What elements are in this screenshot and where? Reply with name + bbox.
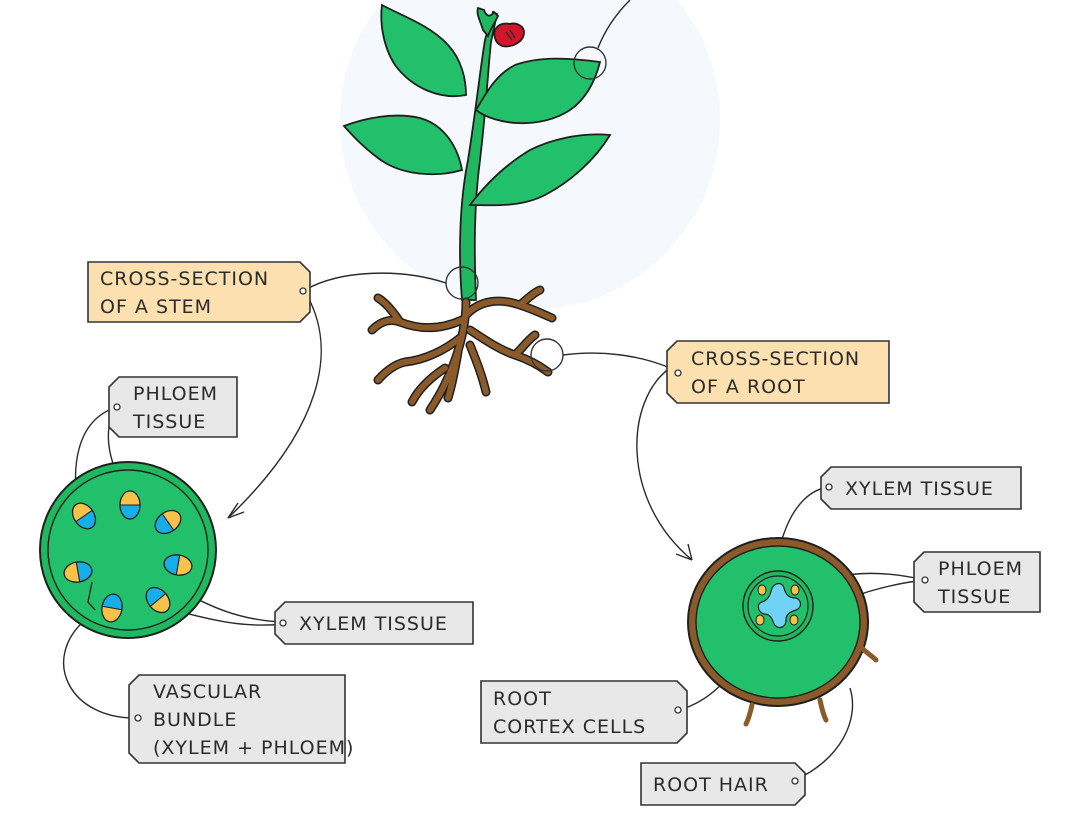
xylem-region xyxy=(164,554,180,575)
tag-pin xyxy=(279,619,287,627)
tag-label-line: ROOT xyxy=(493,688,552,710)
phloem-region xyxy=(176,555,192,576)
tag-box xyxy=(640,762,806,806)
tag-box xyxy=(87,261,311,323)
tag-label-line: PHLOEM xyxy=(133,383,218,405)
root-phloem-2 xyxy=(790,584,800,596)
tag-box xyxy=(820,466,1022,510)
plant-shoot-tip xyxy=(476,6,500,38)
root-xylem xyxy=(757,582,802,629)
plant-illustration xyxy=(342,0,631,415)
stem-cross-section xyxy=(39,461,217,639)
xylem-region xyxy=(146,587,166,607)
leaf-focus-circle xyxy=(573,46,607,80)
tag-box xyxy=(108,376,238,438)
root-phloem-1 xyxy=(757,584,767,596)
tag-box xyxy=(128,674,346,764)
xylem-region xyxy=(102,594,123,610)
tag-label-line: VASCULAR xyxy=(153,681,262,703)
stem-bundle-6 xyxy=(101,593,123,623)
tag-root-xylem: XYLEM TISSUE xyxy=(820,466,1022,510)
tag-stem-phloem: PHLOEM TISSUE xyxy=(108,376,238,438)
xylem-region xyxy=(76,561,92,582)
tag-box xyxy=(913,551,1041,613)
tag-label-line: CORTEX CELLS xyxy=(493,716,646,738)
tag-pin xyxy=(921,576,929,584)
tag-label-line: (XYLEM + PHLOEM) xyxy=(153,737,354,759)
root-phloem-4 xyxy=(789,614,799,626)
tag-label-line: PHLOEM xyxy=(938,558,1023,580)
tag-label-line: CROSS-SECTION xyxy=(691,348,860,370)
phloem-region xyxy=(101,606,122,622)
tag-stem-section: CROSS-SECTION OF A STEM xyxy=(87,261,311,323)
stem-bundle-2 xyxy=(119,490,141,520)
tag-root-section: CROSS-SECTION OF A ROOT xyxy=(666,340,890,404)
flower-bud xyxy=(493,22,525,48)
leaf-upper-right xyxy=(474,57,602,125)
label-tags: CROSS-SECTION OF A STEM CROSS-SECTION OF A … xyxy=(87,261,1041,806)
stem-vascular-bundles xyxy=(63,490,193,623)
tag-box xyxy=(274,601,474,645)
root-hair-2 xyxy=(817,697,829,723)
tag-label-line: OF A ROOT xyxy=(691,376,806,398)
phloem-region xyxy=(72,503,93,522)
root-cross-section xyxy=(687,537,879,727)
phloem-region xyxy=(150,593,170,613)
tag-pin xyxy=(299,287,307,295)
tag-label-line: ROOT HAIR xyxy=(653,774,769,796)
tag-pin xyxy=(791,777,799,785)
tag-label-line: TISSUE xyxy=(132,411,206,433)
tag-label-line: CROSS-SECTION xyxy=(100,268,269,290)
tag-pin xyxy=(674,369,682,377)
tag-label-line: XYLEM TISSUE xyxy=(845,478,994,500)
tag-stem-xylem: XYLEM TISSUE xyxy=(274,601,474,645)
tag-root-hair: ROOT HAIR xyxy=(640,762,806,806)
leaf-middle-right xyxy=(468,133,612,207)
tag-root-phloem: PHLOEM TISSUE xyxy=(913,551,1041,613)
tag-vascular-bundle: VASCULAR BUNDLE (XYLEM + PHLOEM) xyxy=(128,674,354,764)
stem-bundle-1 xyxy=(71,502,97,530)
stem-bundle-3 xyxy=(154,509,182,535)
tag-pin xyxy=(134,714,142,722)
tag-box xyxy=(666,340,890,404)
tag-root-cortex: ROOT CORTEX CELLS xyxy=(480,680,688,744)
xylem-region xyxy=(155,513,174,534)
xylem-region xyxy=(120,505,140,519)
stem-bundle-4 xyxy=(163,554,193,576)
phloem-region xyxy=(64,562,80,583)
tag-pin xyxy=(113,403,121,411)
stem-bundle-7 xyxy=(63,561,93,583)
tag-pin xyxy=(825,483,833,491)
tag-box xyxy=(480,680,688,744)
xylem-region xyxy=(75,510,96,529)
tag-label-line: BUNDLE xyxy=(153,709,237,731)
tag-pin xyxy=(674,706,682,714)
stem-bundle-5 xyxy=(145,586,171,614)
root-hair-1 xyxy=(859,645,879,663)
root-hair-3 xyxy=(743,702,755,727)
root-phloem-3 xyxy=(755,614,765,626)
phloem-region xyxy=(162,510,181,531)
leaf-middle-left xyxy=(342,114,464,176)
tag-label-line: OF A STEM xyxy=(100,296,212,318)
phloem-region xyxy=(120,491,140,505)
leaf-upper-left xyxy=(380,3,467,97)
tag-label-line: TISSUE xyxy=(937,586,1011,608)
tag-label-line: XYLEM TISSUE xyxy=(299,613,448,635)
